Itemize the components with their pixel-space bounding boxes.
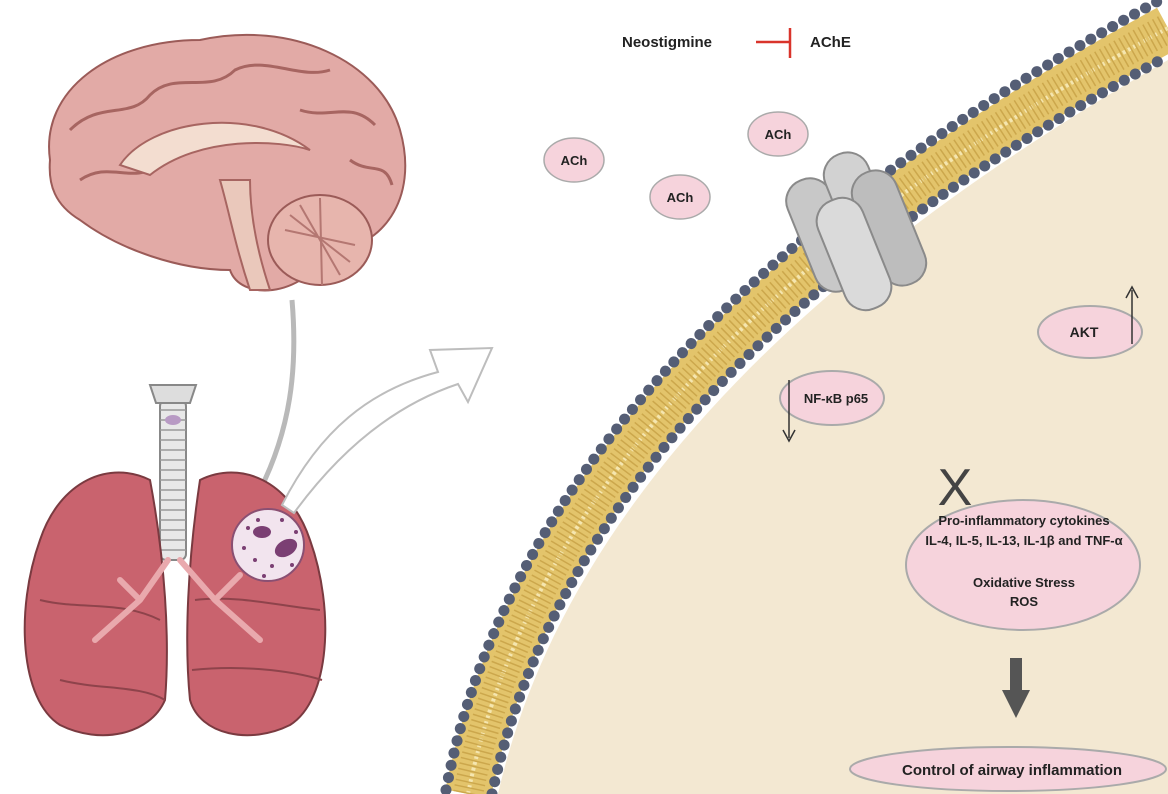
blocked-marker: X [938, 459, 973, 517]
ache-label: AChE [810, 34, 851, 51]
svg-text:AKT: AKT [1070, 324, 1099, 340]
ach-vesicle: ACh [544, 138, 604, 182]
vagus-nerve-connector [260, 300, 294, 490]
svg-text:ACh: ACh [561, 153, 588, 168]
brain-icon [49, 35, 405, 291]
ach-vesicle: ACh [650, 175, 710, 219]
ach-vesicle: ACh [748, 112, 808, 156]
svg-text:ROS: ROS [1010, 594, 1039, 609]
inhibition-label: Neostigmine AChE [622, 28, 851, 58]
svg-text:ACh: ACh [667, 190, 694, 205]
svg-text:ACh: ACh [765, 127, 792, 142]
svg-text:NF-κB p65: NF-κB p65 [804, 391, 868, 406]
outcome-box: Control of airway inflammation [850, 747, 1166, 791]
inflammation-box: Pro-inflammatory cytokines IL-4, IL-5, I… [906, 500, 1140, 630]
neutrophil-icon [232, 509, 304, 581]
svg-text:Oxidative Stress: Oxidative Stress [973, 575, 1075, 590]
svg-text:Control of airway inflammation: Control of airway inflammation [902, 762, 1122, 779]
neostigmine-label: Neostigmine [622, 34, 712, 51]
zoom-arrow [282, 348, 492, 513]
svg-text:IL-4, IL-5, IL-13, IL-1β and T: IL-4, IL-5, IL-13, IL-1β and TNF-α [925, 533, 1122, 548]
